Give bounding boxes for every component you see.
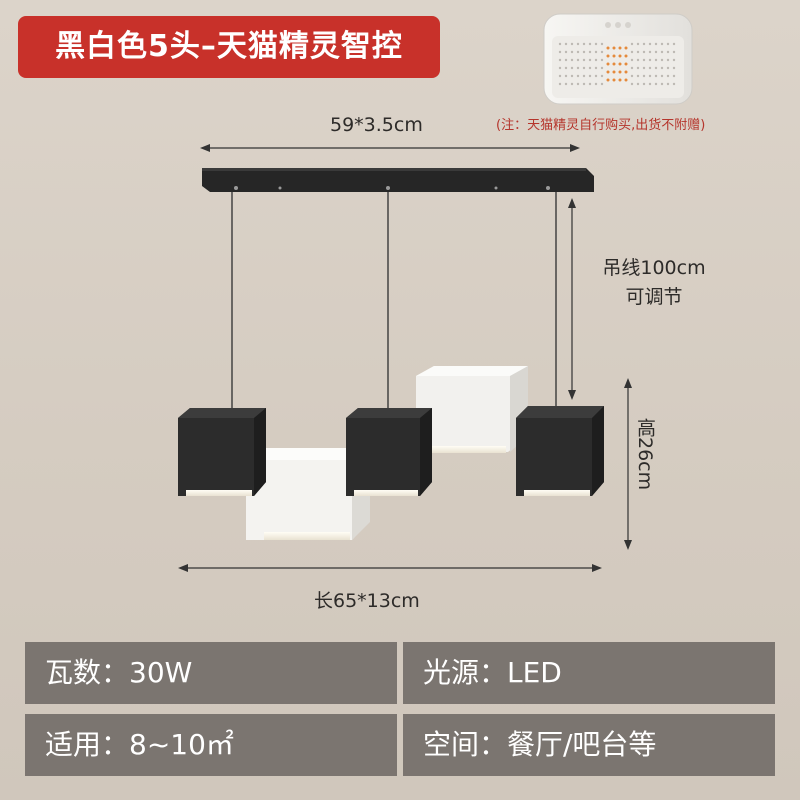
smart-speaker-image [543,13,693,105]
cable-length-label: 吊线100cm [602,257,706,279]
white-cube-right [416,366,528,453]
black-cube-1 [178,408,266,496]
cable-dimension-line [568,198,576,400]
spec-wattage: 瓦数：30W [25,642,397,704]
top-bar-dimension: 59*3.5cm [330,114,423,136]
spec-area: 适用：8~10㎡ [25,714,397,776]
suspension-cables [231,192,557,408]
spec-light-source: 光源：LED [403,642,775,704]
height-dimension: 高26cm [634,418,656,491]
title-badge: 黑白色5头–天猫精灵智控 [18,16,440,78]
top-dimension-line [200,144,580,152]
spec-space: 空间：餐厅/吧台等 [403,714,775,776]
cable-adjustable-label: 可调节 [625,286,683,308]
length-dimension-line [178,564,602,572]
cable-dimension: 吊线100cm 可调节 [584,254,724,312]
height-dimension-line [624,378,632,550]
length-dimension: 长65*13cm [314,590,420,612]
black-cube-3 [516,406,604,496]
speaker-note: (注：天猫精灵自行购买,出货不附赠) [496,118,706,133]
ceiling-bar [202,168,594,192]
black-cube-2 [346,408,432,496]
